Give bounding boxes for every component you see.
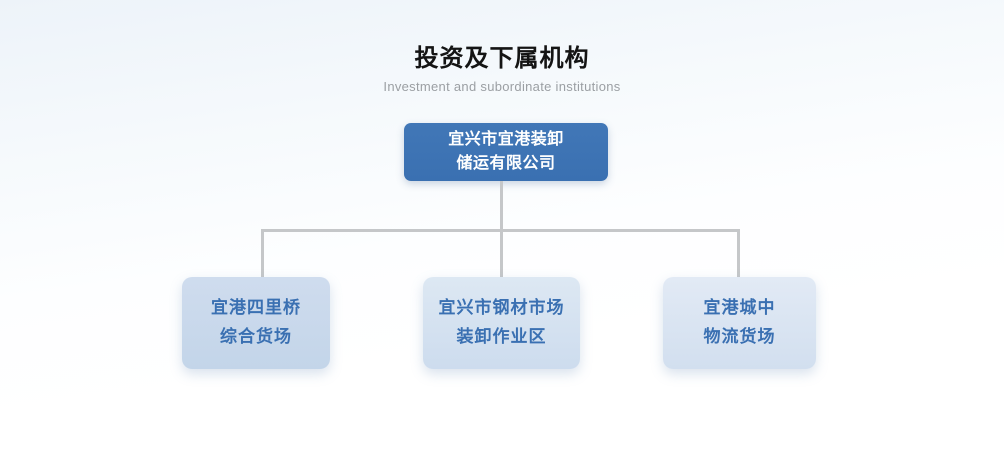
connector-horizontal-bar	[261, 229, 740, 232]
org-node-child-2-line2: 装卸作业区	[456, 327, 547, 346]
connector-drop-middle	[500, 231, 503, 277]
org-node-child-3-line1: 宜港城中	[703, 298, 776, 318]
section-title: 投资及下属机构	[414, 45, 590, 72]
org-node-child-2-label: 宜兴市钢材市场 装卸作业区	[439, 294, 565, 352]
org-node-child-3-line2: 物流货场	[703, 327, 776, 346]
org-node-child-1-label: 宜港四里桥 综合货场	[211, 294, 301, 352]
connector-drop-right	[737, 231, 740, 277]
org-node-root: 宜兴市宜港装卸 储运有限公司	[404, 123, 608, 181]
org-node-root-label: 宜兴市宜港装卸 储运有限公司	[448, 128, 564, 176]
section-header: 投资及下属机构 Investment and subordinate insti…	[0, 45, 1004, 95]
org-node-root-label-line2: 储运有限公司	[456, 155, 556, 172]
connector-drop-left	[261, 231, 264, 277]
connector-root-stem	[500, 181, 503, 231]
org-node-child-1-line2: 综合货场	[220, 327, 292, 346]
org-node-root-label-line1: 宜兴市宜港装卸	[448, 131, 564, 148]
org-node-child-1-line1: 宜港四里桥	[211, 298, 301, 318]
org-node-child-3: 宜港城中 物流货场	[663, 277, 816, 369]
org-node-child-2-line1: 宜兴市钢材市场	[438, 298, 565, 318]
org-node-child-2: 宜兴市钢材市场 装卸作业区	[423, 277, 580, 369]
org-node-child-1: 宜港四里桥 综合货场	[182, 277, 330, 369]
org-node-child-3-label: 宜港城中 物流货场	[704, 294, 776, 352]
section-subtitle: Investment and subordinate institutions	[383, 79, 621, 95]
